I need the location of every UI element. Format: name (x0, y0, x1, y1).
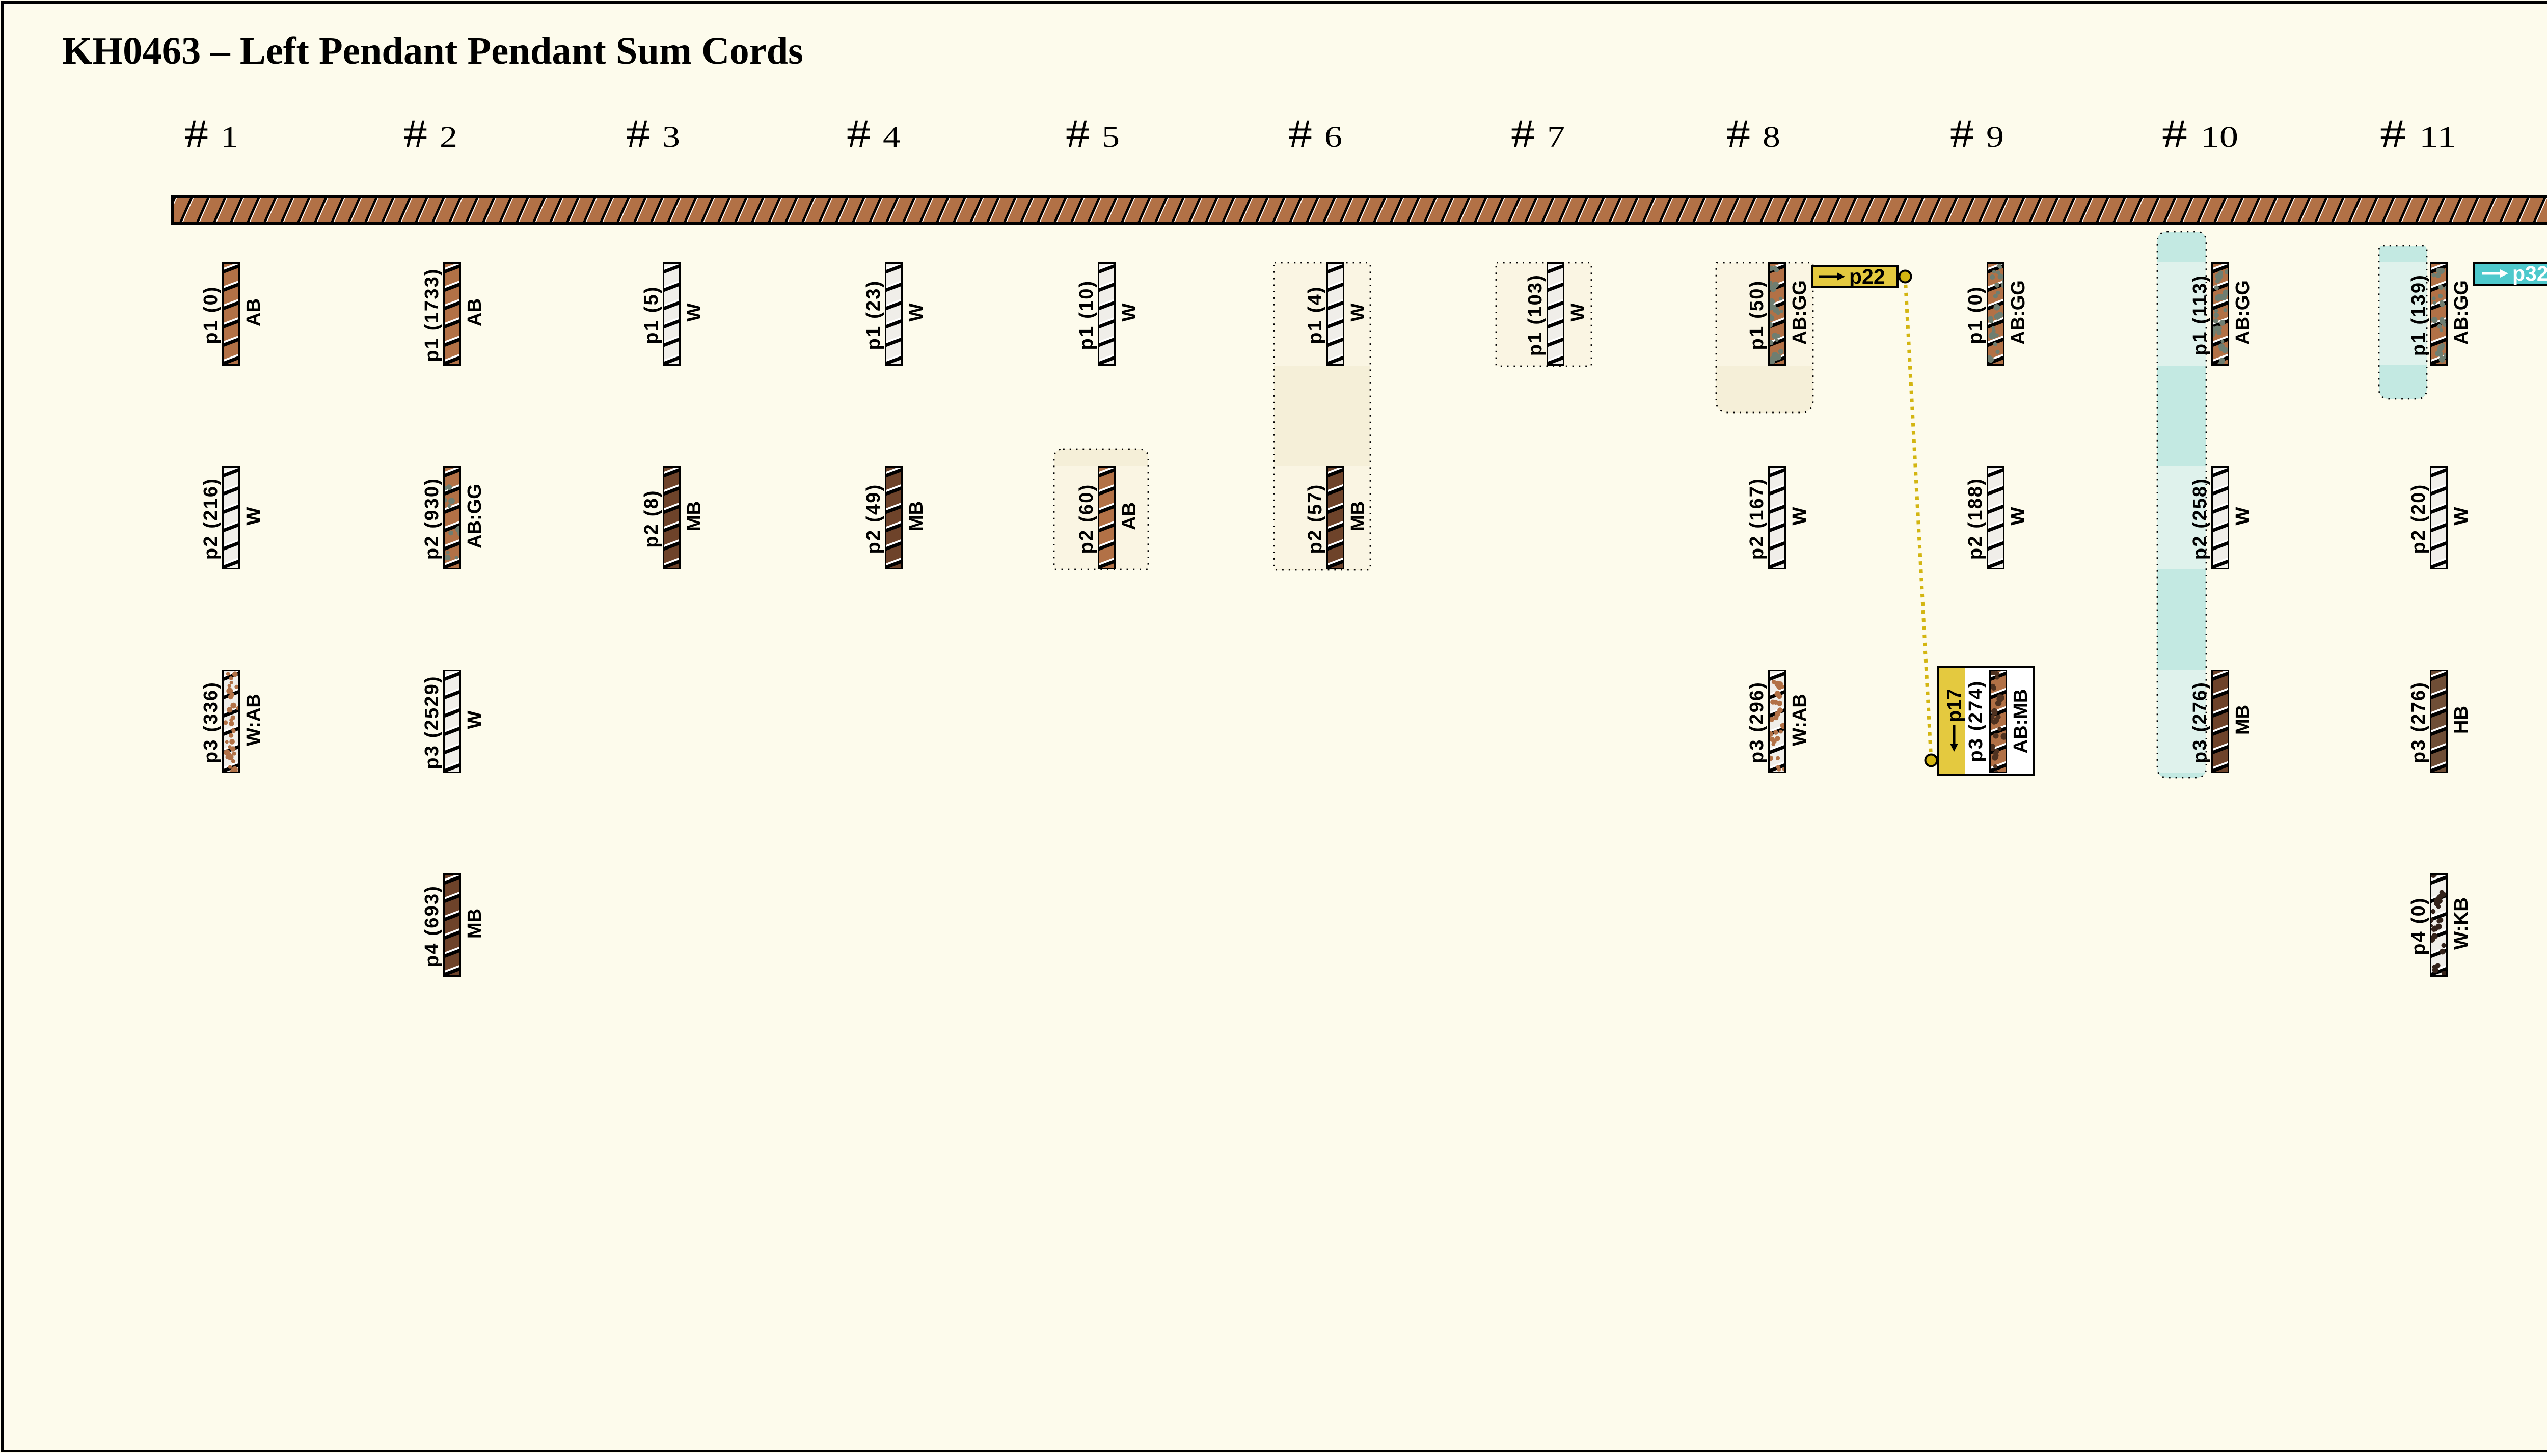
svg-text:p1 (10): p1 (10) (1076, 280, 1097, 350)
svg-text:W: W (464, 710, 485, 729)
svg-text:p2 (188): p2 (188) (1965, 478, 1986, 560)
svg-text:p3 (276): p3 (276) (2408, 681, 2429, 763)
svg-text:p2 (930): p2 (930) (421, 478, 443, 560)
svg-text:W:AB: W:AB (243, 694, 264, 746)
svg-text:AB:GG: AB:GG (1789, 280, 1810, 345)
svg-text:W: W (1347, 303, 1369, 321)
svg-text:p1 (113): p1 (113) (2189, 274, 2211, 355)
svg-text:p1 (1733): p1 (1733) (421, 268, 443, 362)
svg-text:AB:MB: AB:MB (2010, 689, 2031, 754)
svg-text:AB: AB (464, 298, 485, 326)
svg-text:W:KB: W:KB (2451, 897, 2472, 950)
svg-text:p3 (336): p3 (336) (200, 681, 222, 763)
svg-text:W: W (1789, 507, 1810, 525)
svg-text:MB: MB (906, 501, 927, 531)
svg-text:AB: AB (243, 298, 264, 326)
svg-text:W: W (2232, 507, 2254, 525)
svg-text:W: W (1119, 303, 1140, 321)
svg-text:KH0463 – Left Pendant Pendant: KH0463 – Left Pendant Pendant Sum Cords (62, 30, 803, 72)
svg-text:W: W (243, 507, 264, 525)
svg-text:p32: p32 (2512, 262, 2547, 285)
svg-text:p17: p17 (1944, 689, 1965, 722)
svg-text:HB: HB (2451, 706, 2472, 734)
svg-text:p2 (57): p2 (57) (1305, 484, 1326, 554)
svg-text:p1 (139): p1 (139) (2408, 274, 2429, 356)
svg-text:p2 (60): p2 (60) (1076, 484, 1097, 554)
svg-text:p2 (258): p2 (258) (2189, 478, 2211, 560)
svg-text:AB:GG: AB:GG (464, 484, 485, 548)
svg-text:W: W (684, 303, 705, 321)
svg-text:MB: MB (1347, 501, 1369, 531)
svg-text:W: W (1567, 303, 1589, 321)
svg-text:p3 (276): p3 (276) (2189, 681, 2211, 763)
svg-text:p2 (49): p2 (49) (863, 484, 884, 554)
svg-text:p2 (8): p2 (8) (641, 489, 662, 548)
svg-text:p2 (167): p2 (167) (1746, 478, 1768, 560)
svg-text:MB: MB (684, 501, 705, 531)
svg-text:p1 (4): p1 (4) (1305, 286, 1326, 344)
svg-text:p1 (5): p1 (5) (641, 286, 662, 344)
svg-text:p22: p22 (1849, 265, 1885, 288)
svg-text:AB: AB (1119, 502, 1140, 530)
svg-text:p3 (274): p3 (274) (1965, 680, 1987, 762)
svg-text:AB:GG: AB:GG (2008, 280, 2029, 345)
svg-text:W: W (2451, 507, 2472, 525)
svg-text:p4 (693): p4 (693) (421, 885, 443, 967)
svg-text:W: W (906, 303, 927, 321)
svg-text:MB: MB (464, 909, 485, 939)
svg-text:p1 (50): p1 (50) (1746, 280, 1768, 350)
svg-text:p2 (216): p2 (216) (200, 478, 222, 560)
svg-text:MB: MB (2232, 705, 2254, 735)
svg-text:p1 (103): p1 (103) (1525, 274, 1546, 356)
svg-text:p1 (23): p1 (23) (863, 280, 884, 350)
svg-text:W: W (2008, 507, 2029, 525)
svg-text:AB:GG: AB:GG (2451, 280, 2472, 345)
svg-text:p3 (296): p3 (296) (1746, 681, 1768, 763)
svg-text:p3 (2529): p3 (2529) (421, 675, 443, 770)
svg-text:p2 (20): p2 (20) (2408, 484, 2429, 554)
svg-text:W:AB: W:AB (1789, 694, 1810, 746)
svg-text:p4 (0): p4 (0) (2408, 897, 2429, 955)
svg-text:p1 (0): p1 (0) (1965, 286, 1986, 344)
svg-text:p1 (0): p1 (0) (200, 286, 222, 344)
svg-text:AB:GG: AB:GG (2232, 280, 2254, 345)
